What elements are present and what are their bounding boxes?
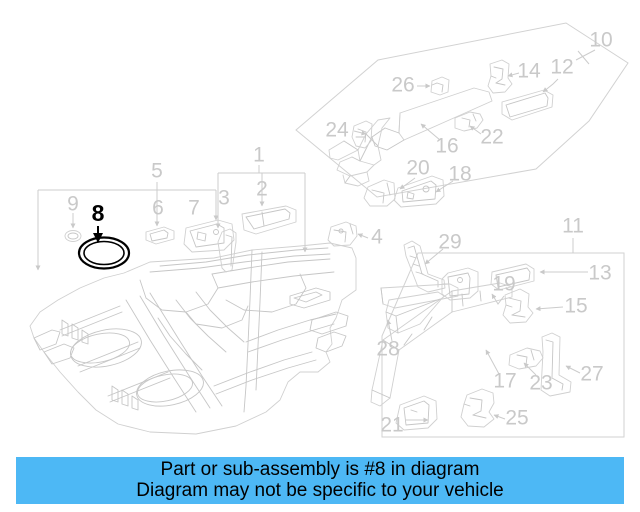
leader-25: [493, 414, 506, 420]
callout-label-1: 1: [253, 144, 265, 167]
floor-pan-artwork: [29, 242, 357, 435]
leader-22: [469, 125, 482, 135]
callout-label-16: 16: [435, 135, 458, 158]
callout-label-15: 15: [564, 295, 587, 318]
part-4: [327, 221, 369, 247]
callout-label-3: 3: [218, 187, 230, 210]
bracket-5: [35, 182, 219, 271]
part-2: [241, 205, 297, 235]
bracket-1: [215, 165, 308, 253]
leader-23: [523, 362, 537, 376]
leader-4: [357, 233, 369, 239]
part-6: [145, 226, 175, 245]
part-9: [64, 213, 82, 242]
parts-cluster-10: [328, 59, 554, 208]
leader-16: [420, 123, 441, 141]
leader-12: [542, 78, 559, 93]
leaders-outside: [386, 248, 444, 342]
leader-14: [507, 72, 520, 78]
callout-label-26: 26: [391, 74, 414, 97]
part-3: [217, 228, 237, 273]
callout-label-20: 20: [406, 157, 429, 180]
leader-20: [399, 177, 416, 190]
leader-10: [575, 49, 596, 61]
callout-label-27: 27: [580, 363, 603, 386]
callout-label-12: 12: [550, 56, 573, 79]
callout-label-14: 14: [517, 60, 541, 83]
callout-label-18: 18: [448, 163, 471, 186]
leader-19: [491, 293, 505, 305]
part-28: [380, 283, 459, 334]
callout-label-21: 21: [380, 414, 403, 437]
leader-17: [485, 349, 500, 375]
leader-27: [565, 365, 581, 374]
callout-label-28: 28: [376, 338, 399, 361]
callout-label-9: 9: [67, 193, 79, 216]
parts-cluster-11: [370, 263, 572, 431]
leader-18: [435, 180, 454, 193]
callout-label-2: 2: [256, 178, 268, 201]
leader-15: [535, 306, 564, 312]
callout-label-10: 10: [589, 29, 612, 52]
callout-label-24: 24: [325, 119, 349, 142]
callout-label-5: 5: [151, 160, 163, 183]
callout-label-17: 17: [493, 370, 516, 393]
callout-label-11: 11: [562, 215, 584, 238]
callout-label-23: 23: [529, 372, 552, 395]
callout-label-13: 13: [588, 262, 611, 285]
part-8-highlighted: [77, 226, 131, 270]
callout-label-7: 7: [188, 197, 200, 220]
leaders-group-10: [353, 49, 596, 193]
small-parts-row: [145, 205, 297, 273]
callout-label-29: 29: [438, 231, 461, 254]
leader-29: [424, 248, 444, 265]
part-7: [183, 219, 235, 253]
caption-banner: Part or sub-assembly is #8 in diagram Di…: [16, 457, 624, 504]
group-box-10: [295, 22, 629, 198]
leader-24: [353, 130, 367, 136]
callout-label-25: 25: [505, 407, 528, 430]
callout-label-6: 6: [152, 197, 164, 220]
caption-line-1: Part or sub-assembly is #8 in diagram: [160, 458, 480, 480]
callout-label-4: 4: [371, 226, 383, 249]
leaders-group-11: [405, 238, 588, 423]
callout-label-22: 22: [480, 126, 503, 149]
leader-28: [386, 319, 393, 342]
caption-line-2: Diagram may not be specific to your vehi…: [136, 479, 504, 501]
callout-label-19: 19: [492, 273, 515, 296]
callout-label-8: 8: [92, 200, 105, 226]
